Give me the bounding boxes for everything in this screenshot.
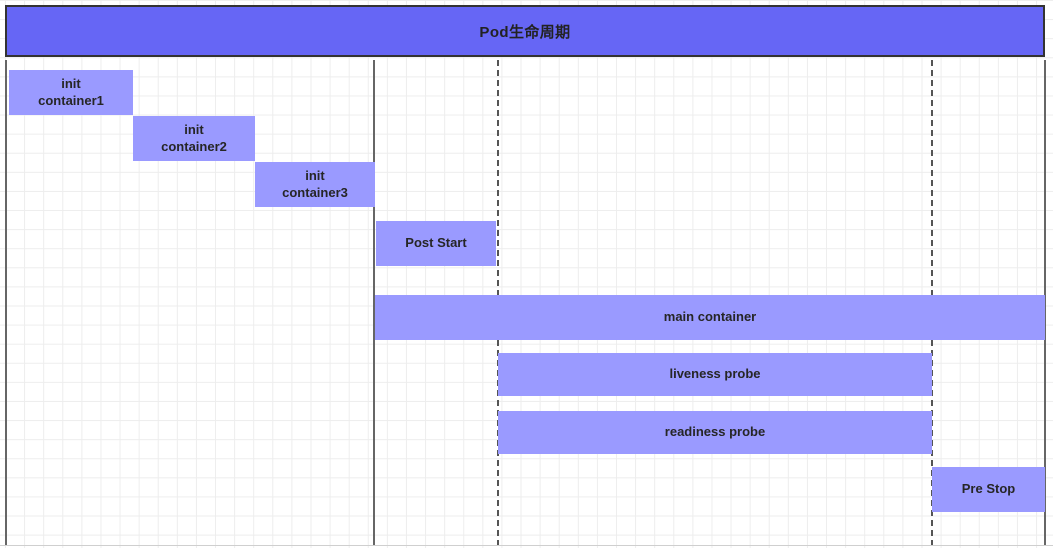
bar-pre-stop: Pre Stop xyxy=(932,467,1045,512)
bar-label-init-container-3: init container3 xyxy=(282,168,348,200)
diagram-title-band: Pod生命周期 xyxy=(5,5,1045,57)
bar-init-container-2: init container2 xyxy=(133,116,255,161)
bar-readiness-probe: readiness probe xyxy=(498,411,932,454)
bar-liveness-probe: liveness probe xyxy=(498,353,932,396)
bar-label-readiness-probe: readiness probe xyxy=(664,424,766,440)
bar-label-pre-stop: Pre Stop xyxy=(961,481,1016,497)
bar-label-init-container-2: init container2 xyxy=(161,122,227,154)
bar-label-post-start: Post Start xyxy=(405,235,467,251)
bar-main-container: main container xyxy=(375,295,1045,340)
bar-init-container-1: init container1 xyxy=(9,70,133,115)
diagram-title: Pod生命周期 xyxy=(479,23,571,41)
bar-label-init-container-1: init container1 xyxy=(38,76,104,108)
bar-label-main-container: main container xyxy=(663,309,757,325)
bar-post-start: Post Start xyxy=(376,221,496,266)
vertical-rule-right-boundary xyxy=(1044,60,1046,546)
vertical-rule-init-phase-end xyxy=(373,60,375,546)
vertical-rule-left-boundary xyxy=(5,60,7,546)
horizontal-rule-baseline xyxy=(0,545,1053,546)
bar-label-liveness-probe: liveness probe xyxy=(669,366,761,382)
bar-init-container-3: init container3 xyxy=(255,162,375,207)
